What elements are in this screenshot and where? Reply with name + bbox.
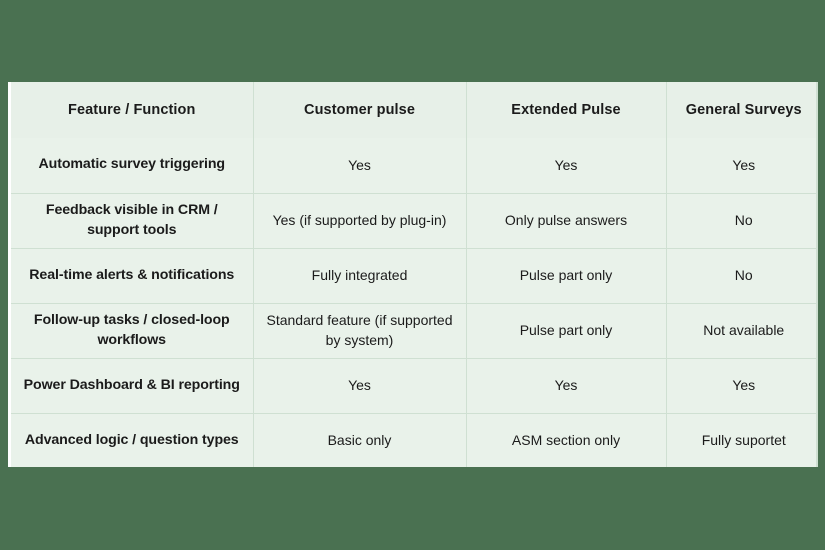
cell-extended-pulse: Yes [466,358,667,414]
cell-feature: Feedback visible in CRM / support tools [11,193,254,249]
table-header-row: Feature / Function Customer pulse Extend… [11,82,816,138]
cell-customer-pulse: Basic only [253,413,467,467]
cell-extended-pulse: Only pulse answers [466,193,667,249]
cell-general-surveys: Not available [666,303,816,359]
cell-customer-pulse: Yes (if supported by plug-in) [253,193,467,249]
cell-general-surveys: Yes [666,358,816,414]
table-row: Automatic survey triggering Yes Yes Yes [11,138,816,194]
cell-extended-pulse: Pulse part only [466,303,667,359]
cell-customer-pulse: Fully integrated [253,248,467,304]
cell-feature: Power Dashboard & BI reporting [11,358,254,414]
column-header-extended-pulse: Extended Pulse [466,82,667,138]
cell-extended-pulse: Pulse part only [466,248,667,304]
table-row: Follow-up tasks / closed-loop workflows … [11,303,816,359]
table-row: Power Dashboard & BI reporting Yes Yes Y… [11,358,816,414]
cell-general-surveys: Yes [666,138,816,194]
table-header: Feature / Function Customer pulse Extend… [11,82,816,138]
table-body: Automatic survey triggering Yes Yes Yes … [11,138,816,467]
table-row: Advanced logic / question types Basic on… [11,413,816,467]
column-header-general-surveys: General Surveys [666,82,816,138]
cell-feature: Real-time alerts & notifications [11,248,254,304]
cell-general-surveys: No [666,248,816,304]
column-header-customer-pulse: Customer pulse [253,82,467,138]
cell-customer-pulse: Standard feature (if supported by system… [253,303,467,359]
cell-general-surveys: Fully suportet [666,413,816,467]
column-header-feature: Feature / Function [11,82,254,138]
cell-extended-pulse: Yes [466,138,667,194]
cell-extended-pulse: ASM section only [466,413,667,467]
cell-feature: Follow-up tasks / closed-loop workflows [11,303,254,359]
cell-feature: Advanced logic / question types [11,413,254,467]
cell-general-surveys: No [666,193,816,249]
table-row: Real-time alerts & notifications Fully i… [11,248,816,304]
feature-comparison-table: Feature / Function Customer pulse Extend… [11,82,816,467]
cell-feature: Automatic survey triggering [11,138,254,194]
table-row: Feedback visible in CRM / support tools … [11,193,816,249]
comparison-table-container: Feature / Function Customer pulse Extend… [8,82,818,467]
cell-customer-pulse: Yes [253,138,467,194]
cell-customer-pulse: Yes [253,358,467,414]
